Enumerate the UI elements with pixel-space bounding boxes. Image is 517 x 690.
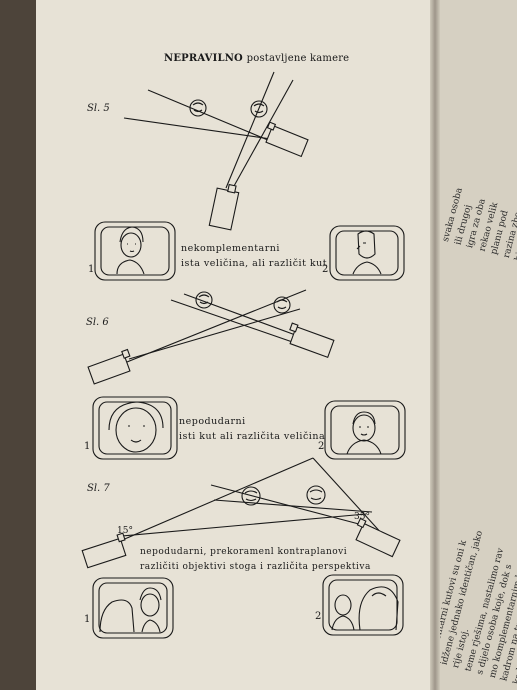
caption-fig5-line2: ista veličina, ali različit kut: [181, 258, 328, 269]
heading-rest: postavljene kamere: [246, 53, 350, 64]
caption-fig6: nepodudarni isti kut ali različita veliči…: [179, 414, 325, 444]
figure-label-5: Sl. 5: [87, 103, 110, 114]
book-gutter: [430, 0, 440, 690]
right-page: svaka osoba ili drugoj igra za oba rekao…: [434, 0, 517, 690]
caption-fig6-line2: isti kut ali različita veličina: [179, 431, 326, 442]
fig5-diagram: [94, 71, 405, 281]
fig5-screen-num-1: 1: [88, 264, 95, 275]
left-book-edge: [0, 0, 36, 690]
fig6-head-right-icon: [273, 296, 291, 314]
fig6-monitor-2: [324, 400, 406, 460]
page-heading: NEPRAVILNO postavljene kamere: [164, 53, 349, 64]
fig6-screen-num-1: 1: [84, 441, 91, 452]
fig7-camera-1: [81, 532, 127, 569]
caption-fig7-line1: nepodudarni, prekoramenl kontraplanovi: [140, 547, 348, 557]
fig7-angle-left: 15°: [117, 526, 133, 536]
fig6-camera-2: [87, 348, 131, 385]
fig5-monitor-2: [329, 225, 405, 281]
fig7-screen-num-2: 2: [315, 611, 322, 622]
fig7-angle-right: 35°: [354, 512, 370, 522]
fig5-screen-num-2: 2: [322, 264, 329, 275]
heading-bold: NEPRAVILNO: [164, 53, 243, 64]
fig5-camera-2: [208, 183, 240, 231]
fig7-monitor-2: [322, 574, 404, 636]
fig7-head-left-icon: [241, 486, 261, 506]
fig6-camera-1: [289, 322, 335, 359]
figure-label-7: Sl. 7: [87, 483, 110, 494]
caption-fig6-line1: nepodudarni: [179, 416, 246, 427]
fig6-monitor-1: [92, 396, 178, 460]
caption-fig5-line1: nekomplementarni: [181, 243, 280, 254]
fig5-monitor-1: [94, 221, 176, 281]
caption-fig5: nekomplementarni ista veličina, ali razli…: [181, 241, 327, 271]
fig6-diagram: [87, 289, 406, 460]
fig7-diagram: [81, 457, 404, 639]
fig7-screen-num-1: 1: [84, 614, 91, 625]
caption-fig7: nepodudarni, prekoramenl kontraplanovi ra…: [140, 545, 371, 575]
fig5-head-left-icon: [189, 99, 207, 117]
fig7-monitor-1: [92, 577, 174, 639]
fig7-camera-2: [355, 517, 401, 558]
fig6-screen-num-2: 2: [318, 441, 325, 452]
fig7-head-right-icon: [306, 485, 326, 505]
fig5-head-right-icon: [250, 100, 268, 118]
fig6-head-left-icon: [195, 291, 213, 309]
fig5-camera-1: [265, 121, 309, 158]
figure-label-6: Sl. 6: [86, 317, 109, 328]
caption-fig7-line2: različiti objektivi stoga i različita pe…: [140, 562, 371, 572]
